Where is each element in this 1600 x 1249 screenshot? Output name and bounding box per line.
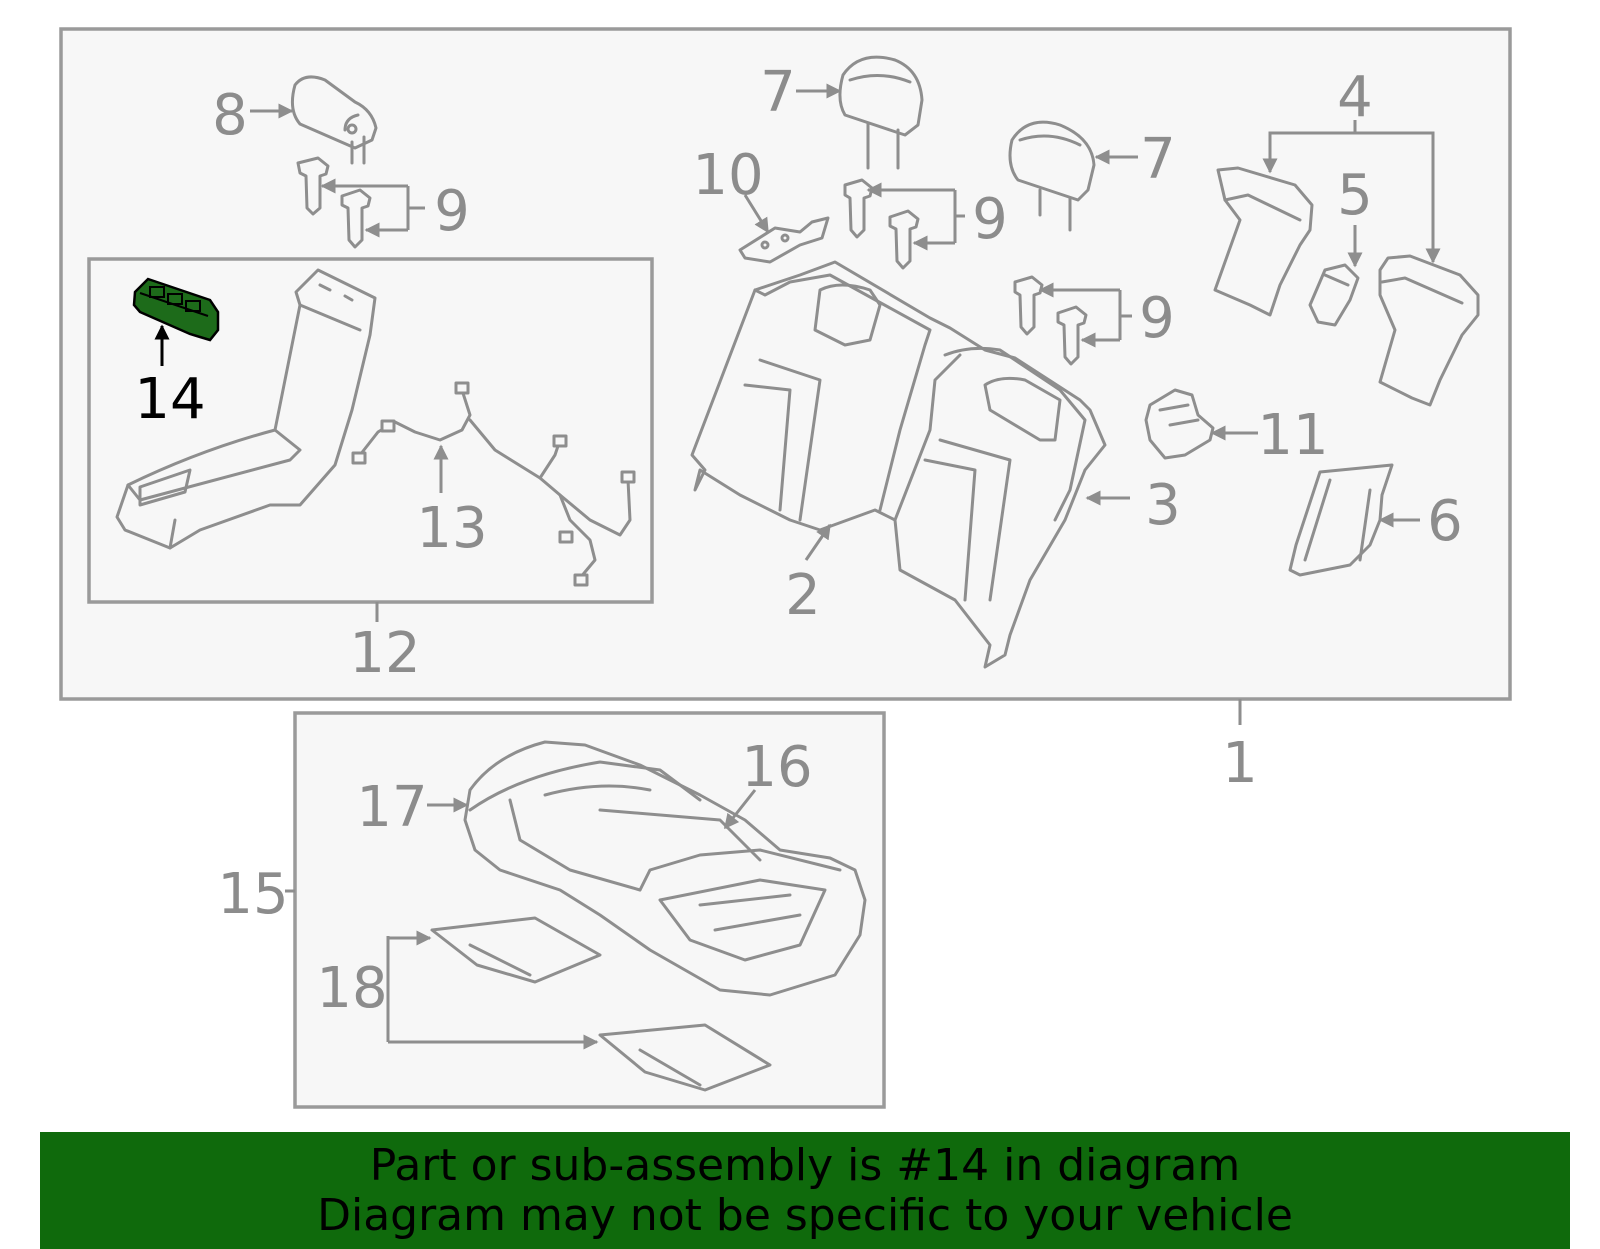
label-13: 13 [416,496,487,561]
label-9-right: 9 [1139,286,1175,351]
seat-cushion-part-16-17 [463,740,867,997]
clip-part-9-center [843,178,920,270]
label-8: 8 [212,83,248,148]
label-1: 1 [1222,731,1258,796]
label-2: 2 [785,563,821,628]
latch-part-5 [1308,263,1360,327]
trim-part-6 [1288,463,1394,577]
label-4: 4 [1337,65,1373,130]
headrest-part-7-right [1008,120,1096,232]
bolster-part-4 [1213,166,1480,407]
label-5: 5 [1337,163,1373,228]
seat-back-part-2-3 [690,260,1107,669]
label-7-center: 7 [760,60,796,125]
label-15: 15 [217,862,288,927]
switch-part-14 [132,277,220,342]
clip-part-9-left [296,156,372,249]
armrest-part-12 [115,268,377,550]
part-info-banner: Part or sub-assembly is #14 in diagram D… [40,1132,1570,1249]
label-12: 12 [349,621,420,686]
label-9-center: 9 [972,187,1008,252]
cover-part-11 [1144,388,1215,460]
label-18: 18 [316,956,387,1021]
banner-line-disclaimer: Diagram may not be specific to your vehi… [317,1189,1293,1241]
label-17: 17 [356,775,427,840]
label-9-left: 9 [434,179,470,244]
wiring-harness-part-13 [351,381,636,587]
banner-line-part: Part or sub-assembly is #14 in diagram [369,1139,1241,1191]
label-11: 11 [1257,403,1328,468]
label-3: 3 [1145,473,1181,538]
bracket-part-10 [738,216,830,264]
label-10: 10 [692,143,763,208]
label-6: 6 [1427,489,1463,554]
label-14: 14 [134,367,205,432]
label-16: 16 [741,735,812,800]
pad-part-18 [430,916,772,1092]
label-7-right: 7 [1140,127,1176,192]
headrest-part-7-center [838,55,924,170]
clip-part-9-right [1013,275,1088,366]
